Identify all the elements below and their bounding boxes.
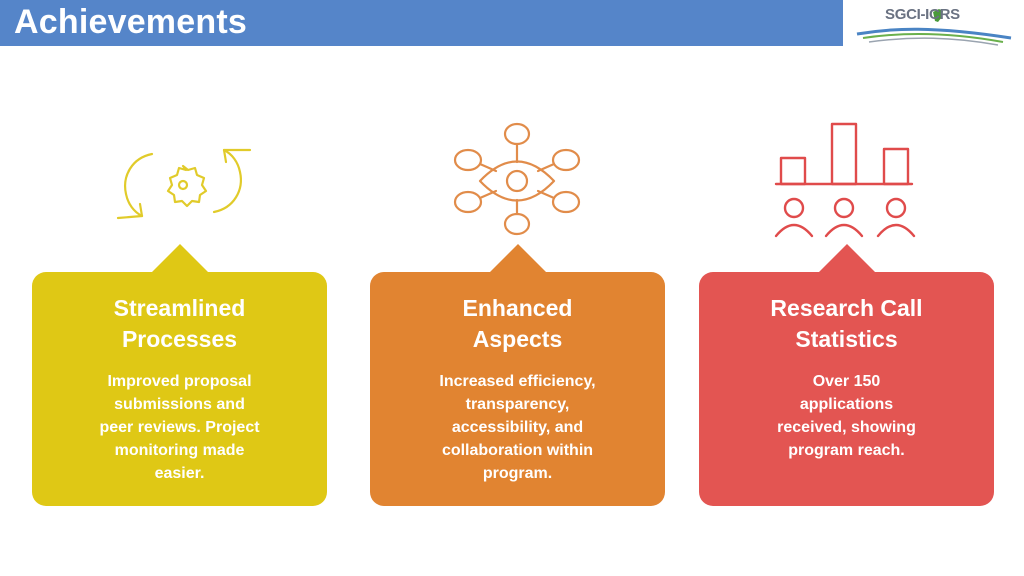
card-heading-line: Enhanced [462,295,573,321]
card-body-line: accessibility, and [451,419,584,436]
card-research-call-statistics: Research Call Statistics Over 150 applic… [699,244,994,506]
card-body: Over 150 applications received, showing … [699,370,994,462]
card-body-line: received, showing [777,419,916,436]
page-title: Achievements [14,3,247,41]
card-body-line: submissions and [114,396,245,413]
sgci-icrs-logo: SGCI-ICRS [853,4,1015,48]
card-pointer [817,244,877,274]
card-body-line: Over 150 [812,373,881,390]
card-body-line: transparency, [465,396,570,413]
eye-network-icon [453,122,581,236]
bar-chart-people-icon [774,122,916,238]
card-heading-line: Statistics [795,326,898,352]
card-heading-line: Aspects [472,326,563,352]
card-heading-line: Processes [121,326,238,352]
card-body-line: peer reviews. Project [99,419,260,436]
card-body-line: monitoring made [114,442,245,459]
card-body-line: program reach. [788,442,905,459]
title-bar: Achievements [0,0,843,46]
card-body-line: Increased efficiency, [439,373,596,390]
card-heading-line: Research Call [770,295,923,321]
card-heading: Research Call Statistics [699,293,994,355]
card-heading: Enhanced Aspects [370,293,665,355]
logo-swoosh-icon [856,9,1012,46]
card-body: Improved proposal submissions and peer r… [32,370,327,485]
card-enhanced-aspects: Enhanced Aspects Increased efficiency, t… [370,244,665,506]
card-heading: Streamlined Processes [32,293,327,355]
card-heading-line: Streamlined [113,295,246,321]
card-body-line: program. [482,465,553,482]
card-body-line: easier. [154,465,205,482]
card-pointer [150,244,210,274]
card-body-line: applications [799,396,894,413]
card-streamlined-processes: Streamlined Processes Improved proposal … [32,244,327,506]
card-pointer [488,244,548,274]
card-body: Increased efficiency, transparency, acce… [370,370,665,485]
logo-text: SGCI-ICRS [885,6,960,23]
gear-cycle-icon [116,148,252,220]
card-body-line: collaboration within [441,442,594,459]
card-body-line: Improved proposal [107,373,252,390]
